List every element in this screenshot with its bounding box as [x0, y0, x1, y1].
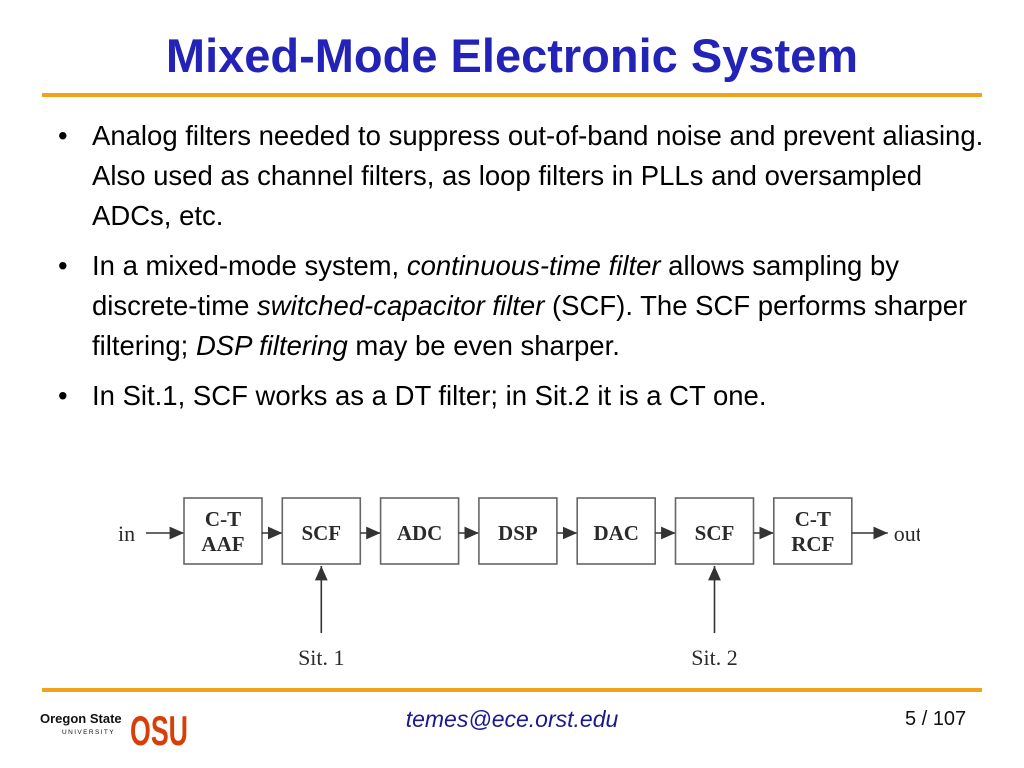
bullet-text: Analog filters needed to suppress out-of…	[92, 120, 983, 231]
block-box	[478, 497, 558, 565]
block-label: DSP	[498, 521, 538, 545]
block-label: SCF	[301, 521, 341, 545]
page-number: 5 / 107	[905, 708, 966, 731]
bullet-segment: (SCF). The SCF performs sharper filterin…	[92, 290, 968, 361]
bullet-list: • Analog filters needed to suppress out-…	[56, 116, 986, 426]
bullet-segment: allows sampling by discrete-time	[92, 250, 899, 321]
block-label: RCF	[791, 532, 834, 556]
footer-email: temes@ece.orst.edu	[405, 706, 619, 732]
bottom-divider	[42, 688, 982, 692]
situation-label: Sit. 2	[691, 645, 737, 670]
page-current: 5	[905, 708, 917, 730]
top-divider	[42, 93, 982, 97]
bullet-emphasis: continuous-time filter	[406, 250, 661, 281]
slide-title: Mixed-Mode Electronic System	[165, 29, 859, 82]
bullet-text: In a mixed-mode system, continuous-time …	[92, 250, 967, 361]
bullet-glyph: •	[58, 120, 68, 151]
block-label: C-T	[795, 507, 831, 531]
bullet-item: • In Sit.1, SCF works as a DT filter; in…	[56, 376, 986, 416]
logo-text-line1: Oregon State	[40, 711, 122, 726]
block-box	[674, 497, 755, 565]
logo-text-line2: UNIVERSITY	[62, 729, 115, 736]
block-box	[281, 497, 362, 565]
output-label: out	[894, 521, 920, 546]
bullet-segment: In a mixed-mode system,	[92, 250, 407, 281]
block-label: C-T	[205, 507, 241, 531]
block-label: AAF	[201, 532, 244, 556]
bullet-segment: In Sit.1, SCF works as a DT filter; in S…	[92, 380, 767, 411]
situation-label: Sit. 1	[298, 645, 344, 670]
bullet-glyph: •	[58, 380, 68, 411]
block-label: SCF	[695, 521, 735, 545]
bullet-emphasis: DSP filtering	[195, 330, 348, 361]
block-box	[772, 497, 853, 565]
bullet-text: In Sit.1, SCF works as a DT filter; in S…	[92, 380, 767, 411]
bullet-item: • In a mixed-mode system, continuous-tim…	[56, 246, 986, 366]
osu-mark: OSU	[130, 707, 188, 752]
block-label: DAC	[593, 521, 639, 545]
block-box	[576, 497, 657, 565]
block-box	[183, 497, 263, 565]
block-box	[379, 497, 460, 565]
bullet-segment: Analog filters needed to suppress out-of…	[92, 120, 984, 231]
bullet-item: • Analog filters needed to suppress out-…	[56, 116, 986, 236]
osu-logo: Oregon State UNIVERSITY OSU	[40, 707, 188, 752]
bullet-emphasis: switched-capacitor filter	[257, 290, 545, 321]
bullet-segment: may be even sharper.	[347, 330, 620, 361]
page-total: 107	[932, 708, 967, 730]
bullet-glyph: •	[58, 250, 68, 281]
block-label: ADC	[397, 521, 443, 545]
input-label: in	[118, 521, 135, 546]
page-separator: /	[921, 708, 928, 730]
